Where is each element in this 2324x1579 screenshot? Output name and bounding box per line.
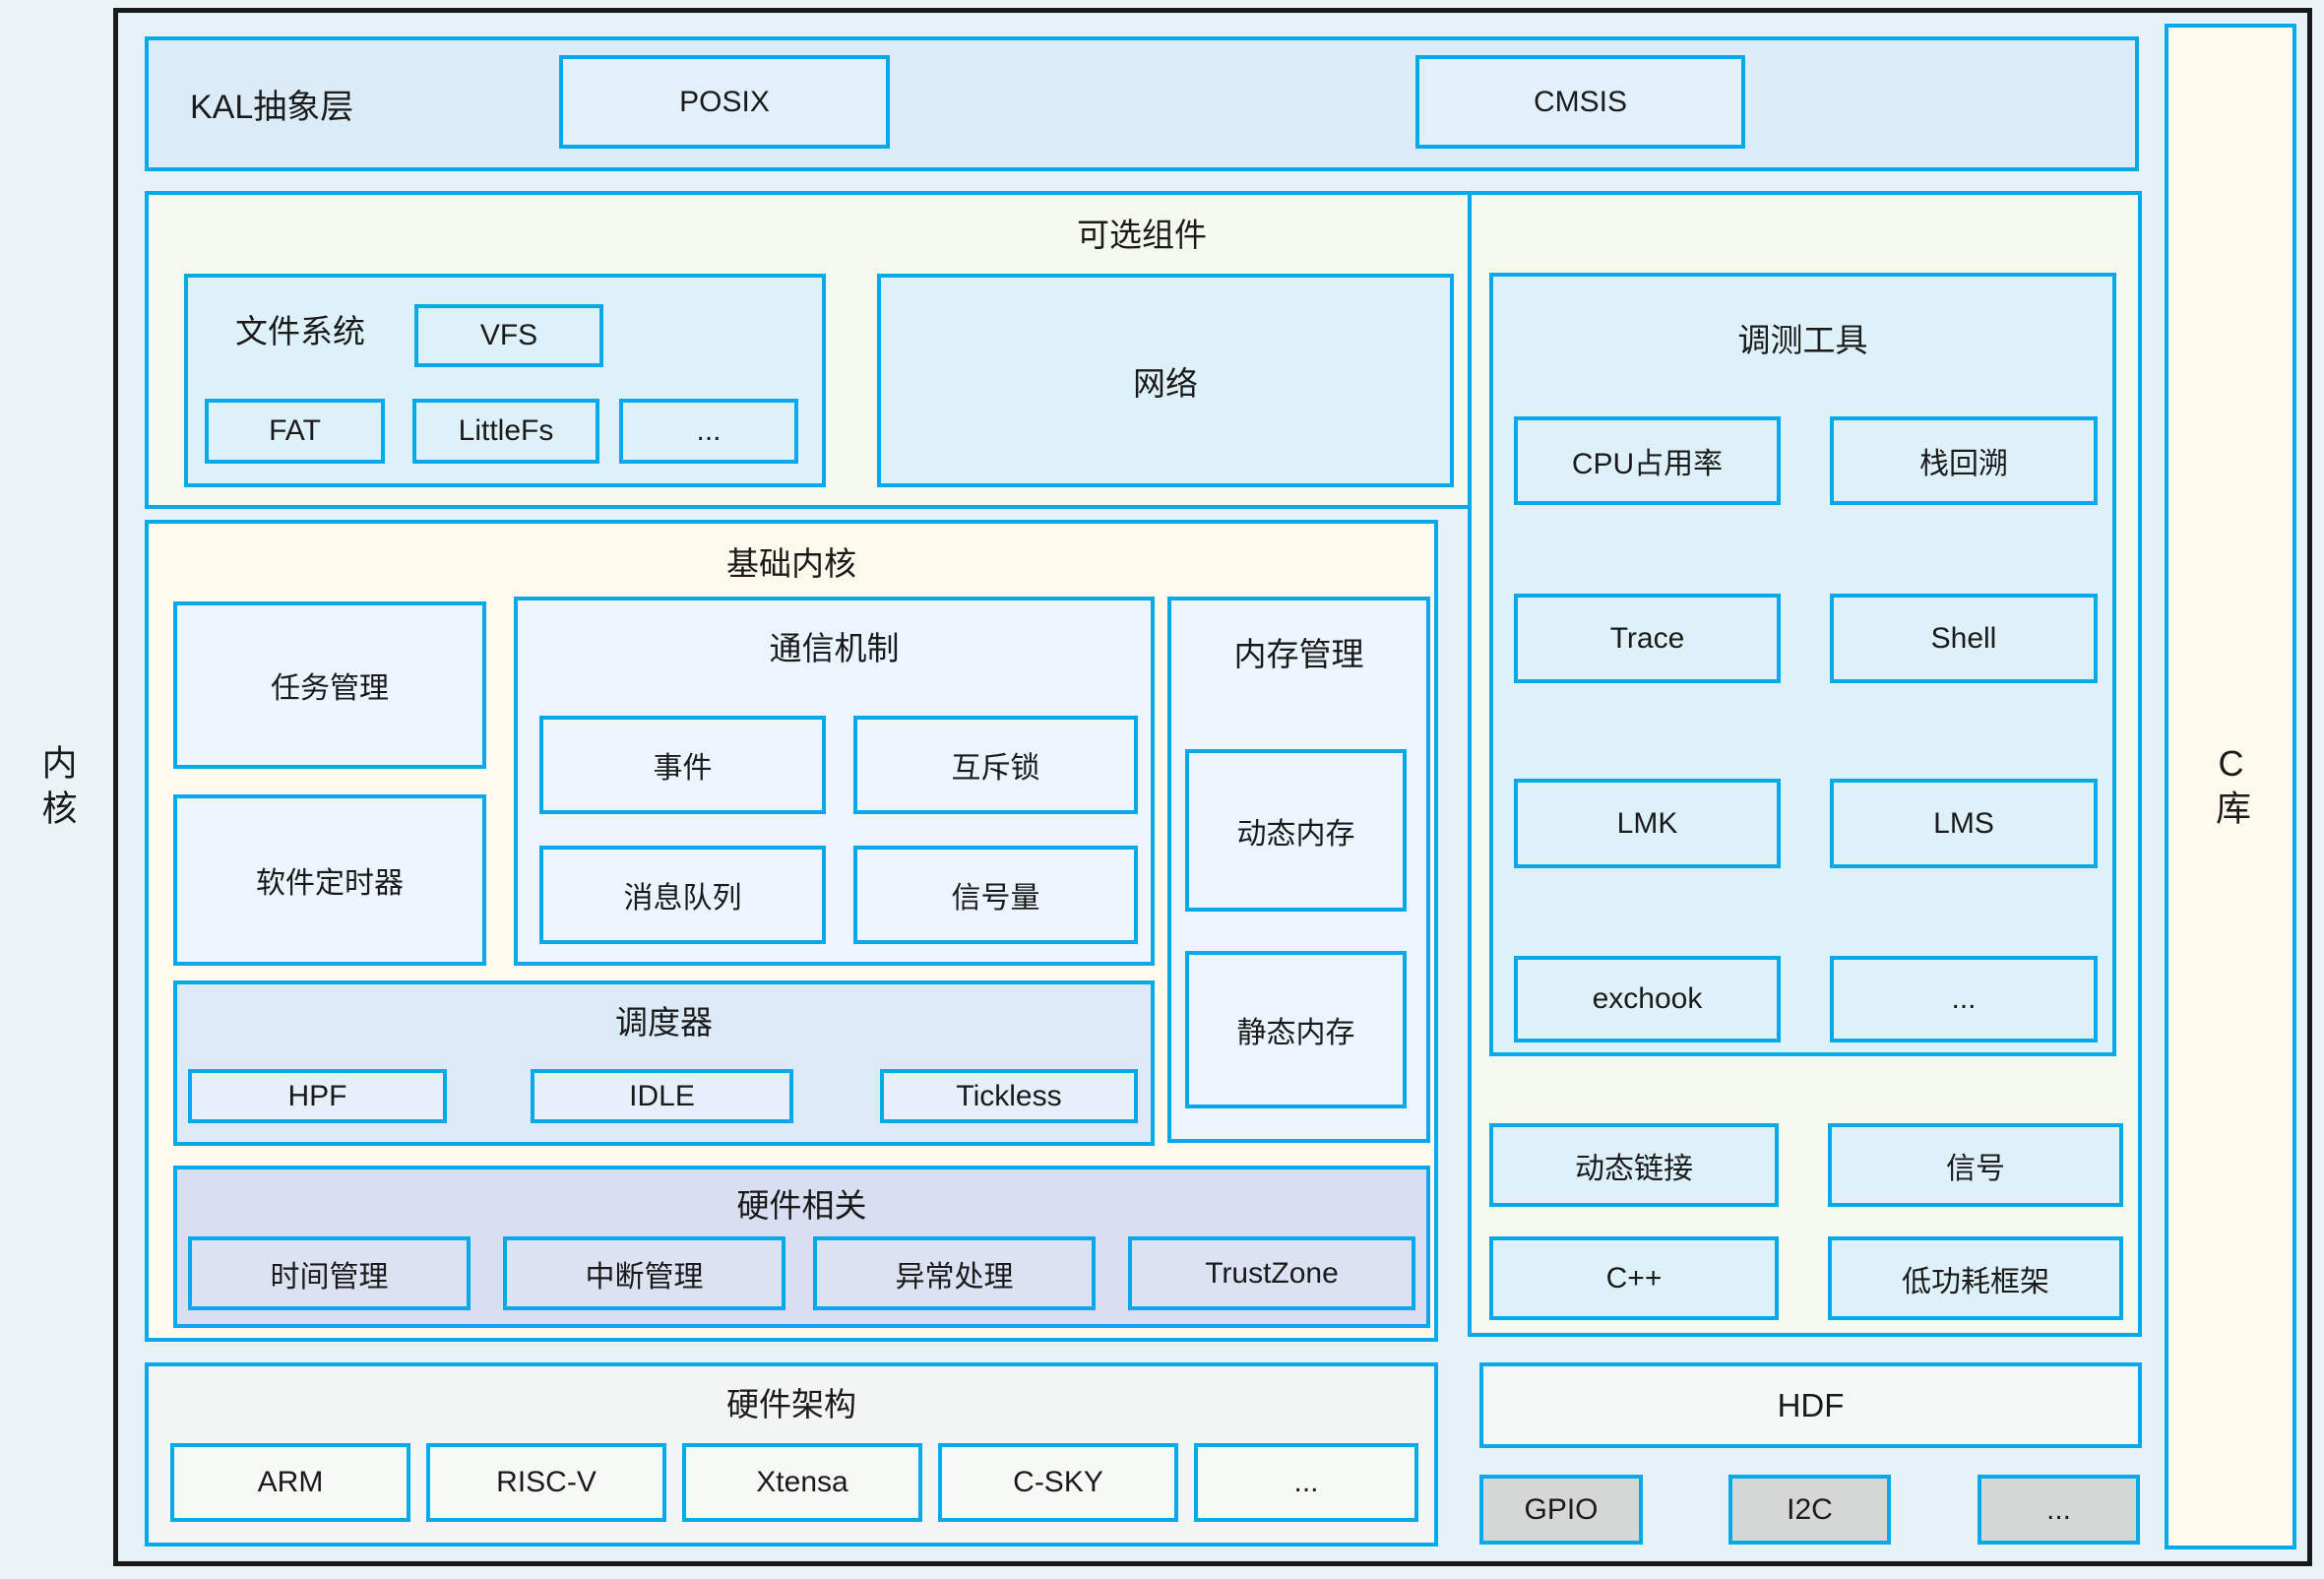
littlefs-box: LittleFs [412, 399, 599, 464]
tickless-box: Tickless [880, 1069, 1138, 1123]
c-lib-column: C库 [2165, 24, 2296, 1549]
cpu-usage-box: CPU占用率 [1514, 416, 1781, 505]
trace-box: Trace [1514, 594, 1781, 683]
fs-more-box: ... [619, 399, 798, 464]
riscv-box: RISC-V [426, 1443, 666, 1522]
event-box: 事件 [539, 716, 826, 814]
msg-queue-box: 消息队列 [539, 846, 826, 944]
filesystem-title: 文件系统 [235, 313, 365, 349]
kal-label: KAL抽象层 [190, 89, 354, 126]
memory-mgmt-box: 内存管理 动态内存 静态内存 [1167, 597, 1430, 1143]
fat-box: FAT [205, 399, 385, 464]
lms-box: LMS [1830, 779, 2098, 868]
network-box: 网络 [877, 274, 1454, 487]
hw-arch-more-box: ... [1194, 1443, 1418, 1522]
hw-arch-title: 硬件架构 [726, 1386, 856, 1422]
sw-timer-box: 软件定时器 [173, 794, 486, 966]
ipc-box: 通信机制 事件 互斥锁 消息队列 信号量 [514, 597, 1155, 966]
basic-kernel-title: 基础内核 [726, 545, 856, 582]
scheduler-box: 调度器 HPF IDLE Tickless [173, 980, 1155, 1146]
dynamic-link-box: 动态链接 [1489, 1123, 1779, 1207]
arm-box: ARM [170, 1443, 410, 1522]
c-lib-label: C库 [2211, 742, 2251, 831]
static-mem-box: 静态内存 [1185, 951, 1407, 1108]
mutex-box: 互斥锁 [853, 716, 1138, 814]
cpp-box: C++ [1489, 1236, 1779, 1320]
kal-layer: KAL抽象层 POSIX CMSIS [145, 36, 2139, 171]
task-mgmt-box: 任务管理 [173, 601, 486, 769]
hw-arch-box: 硬件架构 ARM RISC-V Xtensa C-SKY ... [145, 1362, 1438, 1547]
hdf-more-box: ... [1978, 1475, 2140, 1545]
signal-box: 信号 [1828, 1123, 2123, 1207]
csky-box: C-SKY [938, 1443, 1178, 1522]
outer-frame: KAL抽象层 POSIX CMSIS 可选组件 文件系统 VFS FAT Lit… [113, 8, 2312, 1566]
low-power-framework-box: 低功耗框架 [1828, 1236, 2123, 1320]
kernel-side-label: 内核 [36, 744, 78, 835]
interrupt-mgmt-box: 中断管理 [503, 1236, 785, 1310]
debug-tools-box: 调测工具 CPU占用率 栈回溯 Trace Shell LMK LMS exch… [1489, 273, 2116, 1056]
ipc-title: 通信机制 [769, 630, 900, 666]
stack-backtrace-box: 栈回溯 [1830, 416, 2098, 505]
exception-handling-box: 异常处理 [813, 1236, 1096, 1310]
scheduler-title: 调度器 [615, 1004, 713, 1041]
hpf-box: HPF [188, 1069, 447, 1123]
semaphore-box: 信号量 [853, 846, 1138, 944]
i2c-box: I2C [1728, 1475, 1891, 1545]
lmk-box: LMK [1514, 779, 1781, 868]
optional-right-container: 调测工具 CPU占用率 栈回溯 Trace Shell LMK LMS exch… [1468, 191, 2142, 1337]
basic-kernel-box: 基础内核 任务管理 软件定时器 通信机制 事件 互斥锁 消息队列 信号量 内存管… [145, 520, 1438, 1342]
idle-box: IDLE [531, 1069, 793, 1123]
cmsis-box: CMSIS [1415, 55, 1745, 149]
exchook-box: exchook [1514, 956, 1781, 1042]
hw-related-box: 硬件相关 时间管理 中断管理 异常处理 TrustZone [173, 1166, 1430, 1328]
vfs-box: VFS [414, 304, 603, 367]
time-mgmt-box: 时间管理 [188, 1236, 471, 1310]
hdf-box: HDF [1479, 1362, 2142, 1448]
hw-related-title: 硬件相关 [736, 1187, 867, 1224]
kernel-side-strip: 内核 [0, 0, 113, 1579]
xtensa-box: Xtensa [682, 1443, 922, 1522]
gpio-box: GPIO [1479, 1475, 1643, 1545]
optional-components-title: 可选组件 [1077, 217, 1207, 253]
trustzone-box: TrustZone [1128, 1236, 1415, 1310]
debug-more-box: ... [1830, 956, 2098, 1042]
shell-box: Shell [1830, 594, 2098, 683]
filesystem-box: 文件系统 VFS FAT LittleFs ... [184, 274, 826, 487]
posix-box: POSIX [559, 55, 890, 149]
memory-mgmt-title: 内存管理 [1233, 636, 1364, 672]
debug-tools-title: 调测工具 [1737, 322, 1868, 358]
dynamic-mem-box: 动态内存 [1185, 749, 1407, 912]
